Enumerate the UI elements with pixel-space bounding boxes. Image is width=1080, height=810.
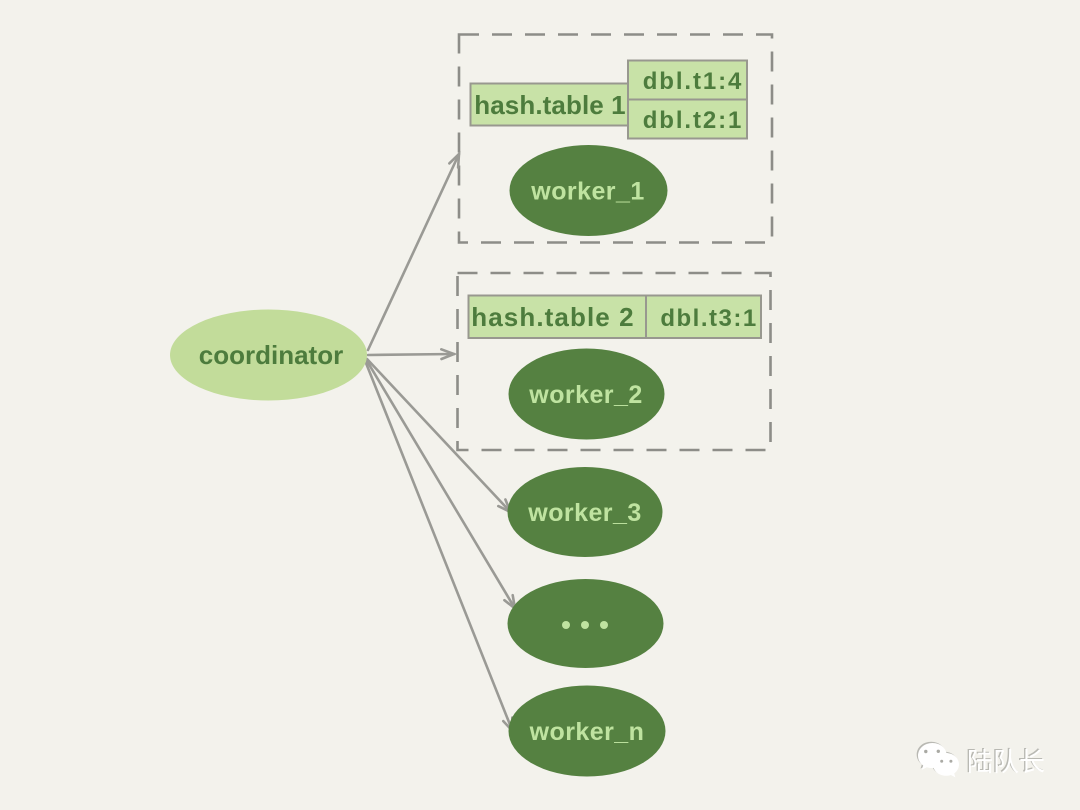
svg-text:陆队长: 陆队长 bbox=[966, 746, 1044, 776]
svg-text:dbl.t2:1: dbl.t2:1 bbox=[643, 107, 744, 134]
svg-text:worker_3: worker_3 bbox=[527, 499, 641, 527]
svg-text:陆队长: 陆队长 bbox=[967, 747, 1045, 777]
svg-text:worker_2: worker_2 bbox=[528, 381, 642, 409]
svg-text:coordinator: coordinator bbox=[199, 340, 343, 370]
svg-text:dbl.t1:4: dbl.t1:4 bbox=[643, 68, 744, 95]
svg-text:hash.table 2: hash.table 2 bbox=[471, 302, 634, 332]
svg-text:worker_1: worker_1 bbox=[530, 178, 644, 206]
svg-text:hash.table 1: hash.table 1 bbox=[474, 90, 625, 120]
svg-text:worker_n: worker_n bbox=[529, 718, 645, 746]
svg-text:dbl.t3:1: dbl.t3:1 bbox=[660, 305, 757, 332]
